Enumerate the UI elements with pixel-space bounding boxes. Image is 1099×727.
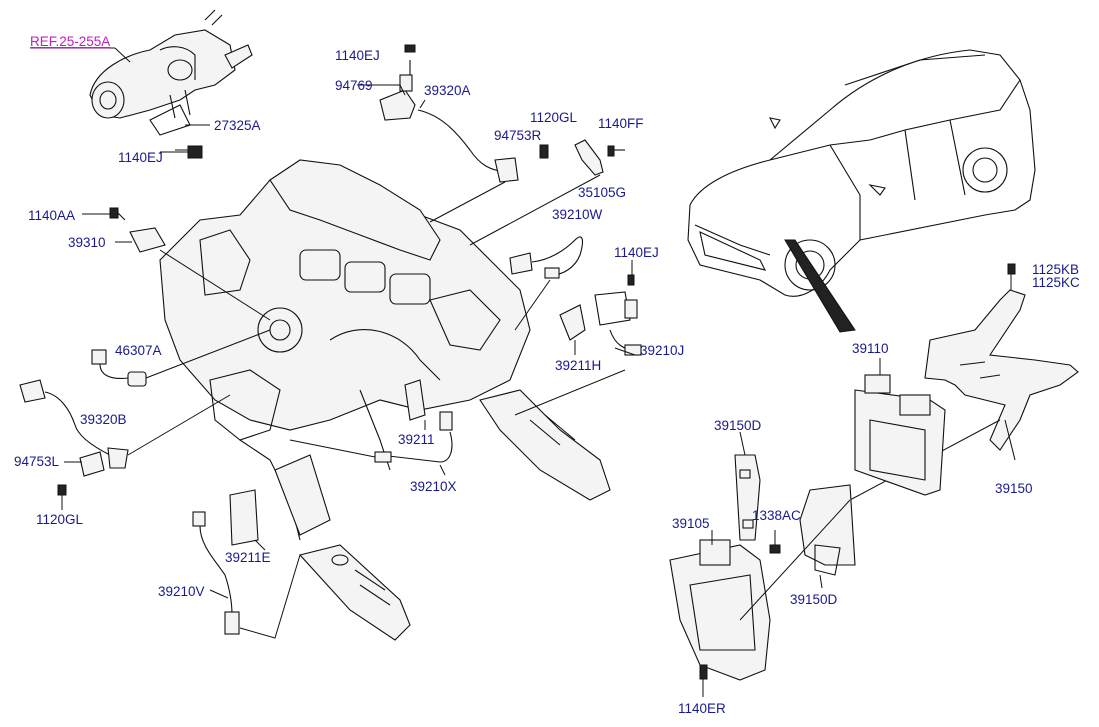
label-94753l: 94753L bbox=[14, 454, 60, 469]
label-39310: 39310 bbox=[68, 235, 106, 250]
label-94753r: 94753R bbox=[494, 128, 542, 143]
engine-block bbox=[159, 159, 531, 541]
label-39211e: 39211E bbox=[225, 550, 271, 565]
label-1125kc: 1125KC bbox=[1032, 275, 1080, 290]
label-39150: 39150 bbox=[995, 481, 1033, 496]
oxygen-sensor-39210x bbox=[374, 379, 453, 463]
label-39210x: 39210X bbox=[410, 479, 457, 494]
label-1125kb: 1125KB bbox=[1032, 262, 1079, 277]
label-35105g: 35105G bbox=[578, 185, 626, 200]
label-39320a: 39320A bbox=[424, 83, 471, 98]
label-1338ac: 1338AC bbox=[752, 508, 801, 523]
label-94769: 94769 bbox=[335, 78, 373, 93]
label-39210j: 39210J bbox=[640, 343, 684, 358]
ecu-bracket-39150 bbox=[924, 263, 1079, 451]
label-39211: 39211 bbox=[398, 432, 435, 447]
label-1120gl-b: 1120GL bbox=[36, 512, 84, 527]
label-1140ej-c: 1140EJ bbox=[614, 245, 659, 260]
location-pointer bbox=[784, 239, 856, 333]
thermostat-housing bbox=[89, 9, 253, 136]
label-39150d-b: 39150D bbox=[790, 592, 838, 607]
label-39210w: 39210W bbox=[552, 207, 603, 222]
ecu-module-39110 bbox=[854, 374, 946, 496]
nut-icon bbox=[769, 544, 781, 554]
label-39150d-a: 39150D bbox=[714, 418, 762, 433]
cam-position-sensor-a bbox=[379, 44, 519, 183]
label-1140ej-a: 1140EJ bbox=[118, 150, 163, 165]
bracket-35105g bbox=[539, 139, 625, 176]
vehicle-outline bbox=[687, 49, 1036, 297]
label-1120gl-a: 1120GL bbox=[530, 110, 578, 125]
label-1140er: 1140ER bbox=[678, 701, 726, 716]
label-39105: 39105 bbox=[672, 516, 710, 531]
label-46307a: 46307A bbox=[115, 343, 162, 358]
label-39110: 39110 bbox=[852, 341, 889, 356]
label-39210v: 39210V bbox=[158, 584, 205, 599]
oxygen-sensor-39210j bbox=[559, 274, 642, 356]
label-1140aa: 1140AA bbox=[28, 208, 75, 223]
bolt-icon bbox=[187, 145, 203, 159]
oxygen-sensor-39210w bbox=[509, 236, 584, 279]
bracket-39150d-lower bbox=[799, 484, 856, 576]
ref-label[interactable]: REF.25-255A bbox=[30, 34, 110, 49]
label-27325a: 27325A bbox=[214, 118, 261, 133]
label-1140ej-b: 1140EJ bbox=[335, 48, 380, 63]
label-39320b: 39320B bbox=[80, 412, 127, 427]
knock-sensor-46307a bbox=[91, 349, 147, 387]
ecu-module-39105 bbox=[669, 539, 771, 681]
sensor-39310 bbox=[109, 207, 166, 253]
oxygen-sensor-39210v bbox=[192, 489, 259, 635]
label-1140ff: 1140FF bbox=[598, 116, 644, 131]
exhaust-pipe-front bbox=[298, 544, 411, 641]
exhaust-pipe-right bbox=[479, 389, 611, 501]
cam-position-sensor-b bbox=[19, 379, 129, 477]
label-39211h: 39211H bbox=[555, 358, 601, 373]
bracket-39150d-upper bbox=[734, 454, 761, 541]
